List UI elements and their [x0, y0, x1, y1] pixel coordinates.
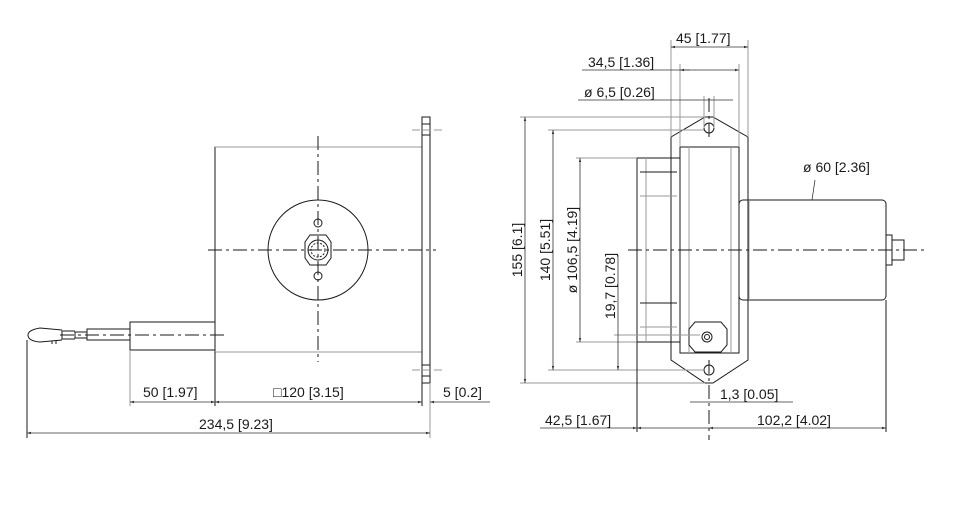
cable-housing	[129, 321, 216, 351]
connector-hex	[304, 234, 332, 266]
dim-cylinder-length: 102,2 [4.02]	[757, 412, 831, 428]
cable-clip	[27, 327, 87, 343]
dim-body-width: 34,5 [1.36]	[588, 54, 654, 70]
dim-flange-width: 45 [1.77]	[676, 30, 731, 46]
dim-cable-offset: 19,7 [0.78]	[602, 253, 618, 319]
dim-cable-length: 50 [1.97]	[143, 384, 198, 400]
dim-body-square: □120 [3.15]	[273, 384, 344, 400]
dim-drum-depth: 42,5 [1.67]	[545, 412, 611, 428]
dim-hole-diameter: ø 6,5 [0.26]	[584, 84, 655, 100]
dim-overall-height: 155 [6.1]	[509, 223, 525, 278]
dim-cylinder-diameter: ø 60 [2.36]	[803, 159, 870, 175]
side-view: 45 [1.77] 34,5 [1.36] ø 6,5 [0.26] ø 60 …	[509, 30, 928, 440]
front-view: 50 [1.97] □120 [3.15] 5 [0.2] 234,5 [9.2…	[26, 116, 490, 438]
dim-plate-thickness: 5 [0.2]	[443, 384, 482, 400]
cable-exit-fitting	[688, 321, 728, 353]
dim-overall-length: 234,5 [9.23]	[199, 416, 273, 432]
dim-cable-axis-offset: 1,3 [0.05]	[720, 386, 778, 402]
mounting-flange	[670, 116, 749, 384]
dim-drum-diameter: ø 106,5 [4.19]	[564, 207, 580, 293]
dim-hole-spacing: 140 [5.51]	[537, 219, 553, 281]
